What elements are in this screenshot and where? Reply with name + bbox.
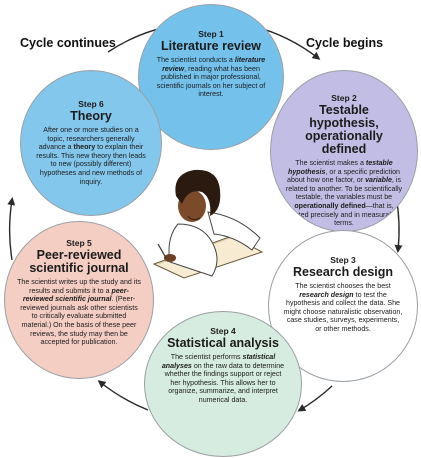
step-title: Peer-reviewed scientific journal [29, 248, 129, 275]
step-2-testable-hypothesis: Step 2 Testable hypothesis, operationall… [270, 70, 418, 232]
key-term: statistical analyses [161, 353, 276, 370]
step-description: The scientist performs statistical analy… [161, 353, 285, 405]
step-number: Step 3 [330, 255, 356, 265]
cycle-continues-label: Cycle continues [20, 36, 116, 50]
step-4-statistical-analysis: Step 4 Statistical analysis The scientis… [144, 311, 302, 457]
step-number: Step 6 [78, 99, 104, 109]
description-text: After one or more studies on a topic, re… [38, 126, 139, 152]
description-text: , is related to another. To be scientifi… [285, 176, 403, 202]
step-title: Theory [70, 109, 112, 123]
step-number: Step 2 [331, 93, 357, 103]
description-text: The scientist chooses the best [295, 282, 391, 290]
bold-term: theory [73, 143, 96, 152]
description-text: The scientist conducts a [156, 56, 235, 64]
step-title: Statistical analysis [167, 336, 279, 350]
description-text: . (Peer-reviewed journals ask other scie… [20, 295, 138, 347]
step-6-theory: Step 6 Theory After one or more studies … [20, 70, 162, 216]
cycle-arrow [97, 380, 149, 411]
step-title: Testable hypothesis, operationally defin… [305, 103, 383, 156]
step-title: Literature review [160, 39, 262, 53]
description-text: The scientist writes up the study and it… [17, 278, 141, 295]
step-description: The scientist writes up the study and it… [17, 278, 141, 347]
description-text: on the raw data to determine whether the… [164, 361, 285, 404]
description-text: , reading what has been published in maj… [156, 64, 266, 99]
step-5-peer-reviewed-journal: Step 5 Peer-reviewed scientific journal … [4, 221, 154, 379]
cycle-arrow [7, 197, 16, 261]
description-text: , or a specific prediction about how one… [287, 167, 400, 185]
step-number: Step 5 [66, 238, 92, 248]
step-description: The scientist chooses the best research … [283, 282, 403, 334]
bold-term: operationally defined [294, 201, 366, 210]
scientist-writing-icon [152, 169, 264, 279]
step-description: After one or more studies on a topic, re… [34, 126, 148, 186]
key-term: literature review [162, 56, 266, 73]
description-text: —that is, stated precisely and in measur… [289, 201, 399, 228]
key-term: testable hypothesis [288, 159, 393, 176]
step-description: The scientist makes a testable hypothesi… [285, 159, 403, 228]
key-term: peer-reviewed scientific journal [22, 286, 129, 304]
description-text: to test the hypothesis and collect the d… [283, 290, 403, 333]
cycle-begins-label: Cycle begins [306, 36, 384, 50]
key-term: research design [299, 290, 354, 299]
step-title: Research design [292, 265, 394, 279]
key-term: variable [365, 176, 392, 185]
description-text: The scientist makes a [295, 159, 366, 167]
step-number: Step 4 [210, 326, 236, 336]
description-text: to explain their results. This new theor… [36, 143, 146, 186]
cycle-arrow [297, 385, 333, 412]
step-1-literature-review: Step 1 Literature review The scientist c… [138, 4, 284, 150]
description-text: The scientist performs [170, 353, 243, 361]
step-number: Step 1 [198, 29, 224, 39]
step-description: The scientist conducts a literature revi… [156, 56, 266, 99]
